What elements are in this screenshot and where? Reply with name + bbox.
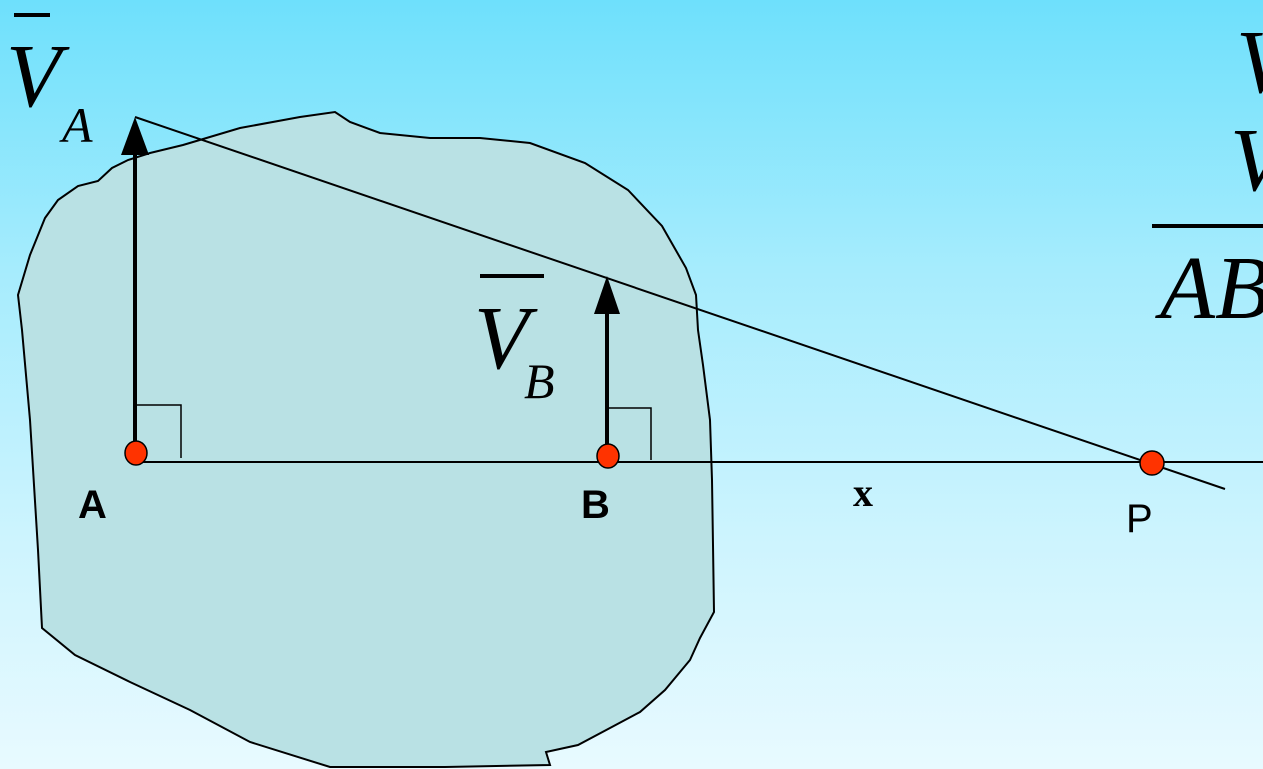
point-a-dot (124, 440, 148, 466)
velocity-arrowhead-a (121, 117, 149, 155)
velocity-a-label: V (6, 27, 70, 126)
point-p-label: P (1126, 497, 1153, 541)
velocity-arrowhead-b (594, 276, 620, 314)
rigid-body-shape (16, 110, 716, 768)
point-b-dot (596, 443, 620, 469)
velocity-b-label: V (474, 289, 538, 388)
right-angle-mark-b (608, 407, 652, 460)
point-a-label: A (78, 483, 107, 527)
right-angle-mark-a (137, 404, 182, 458)
formula-middle-term: V (1230, 111, 1263, 210)
point-b-label: B (581, 483, 610, 527)
distance-x-label: x (853, 470, 873, 515)
formula-top-term: V (1236, 13, 1263, 112)
velocity-tip-line (134, 116, 1226, 490)
velocity-a-subscript: A (59, 97, 93, 153)
formula-denominator: AB (1155, 239, 1263, 338)
velocity-b-subscript: B (524, 353, 555, 409)
point-p-dot (1139, 450, 1165, 476)
